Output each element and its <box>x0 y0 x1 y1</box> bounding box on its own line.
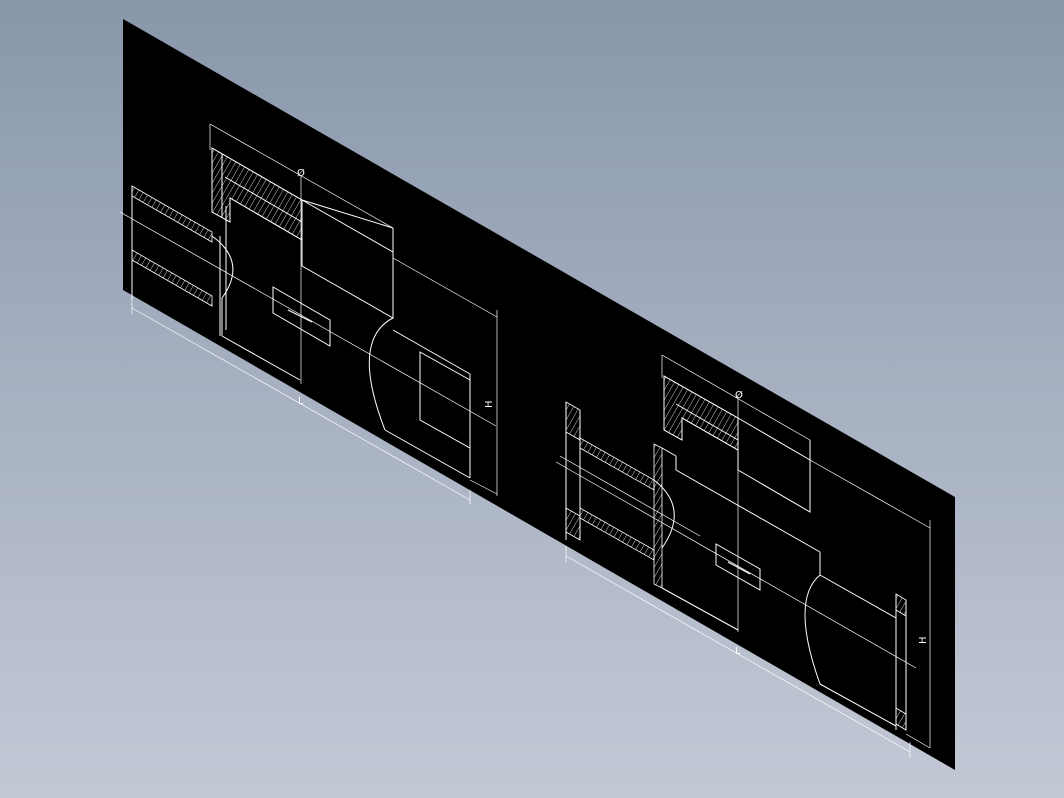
left-fitting: Ø H L <box>119 123 498 504</box>
right-fitting: Ø H L <box>555 354 931 758</box>
left-dim-diameter: Ø <box>297 167 305 179</box>
right-dim-length: L <box>735 646 741 657</box>
left-nameplate <box>272 286 331 347</box>
left-dim-length: L <box>298 396 304 407</box>
left-dim-height: H <box>484 400 495 408</box>
right-dim-diameter: Ø <box>735 389 743 401</box>
drawing-sheet <box>123 19 955 770</box>
right-nameplate <box>715 543 761 591</box>
right-dim-height: H <box>918 636 929 644</box>
